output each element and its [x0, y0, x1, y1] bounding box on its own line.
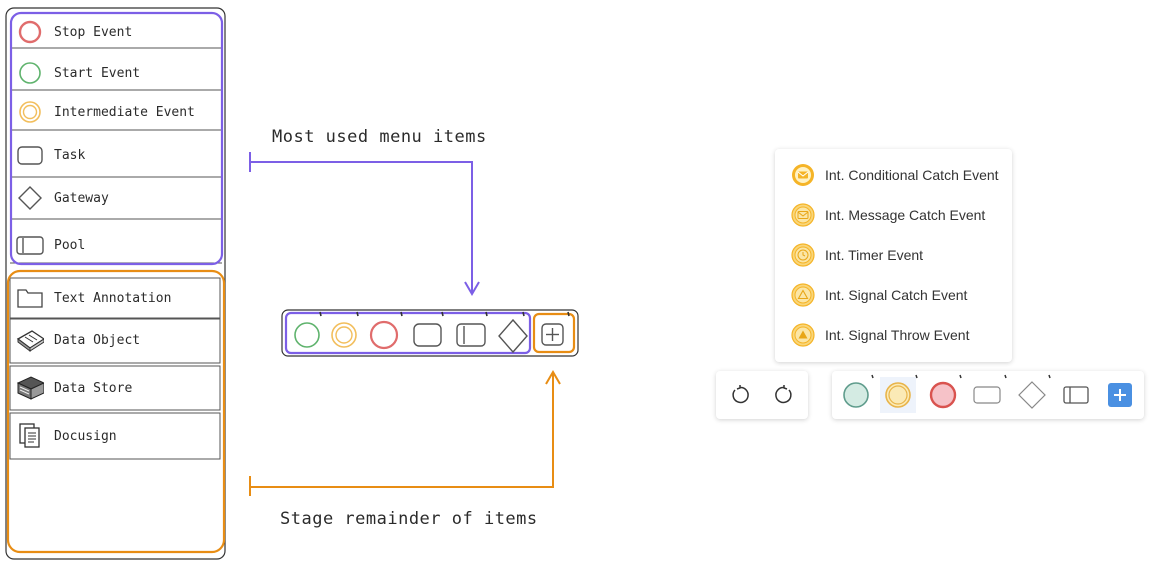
- popup-item-label: Int. Conditional Catch Event: [825, 167, 999, 183]
- sketch-toolbar-more: [532, 312, 576, 354]
- text-annotation-icon: [16, 284, 44, 312]
- menu-item-label: Stop Event: [54, 24, 133, 40]
- gateway-icon: [16, 184, 44, 212]
- orange-arrow: [249, 370, 561, 496]
- signal-throw-icon: [791, 323, 815, 347]
- menu-item-label: Start Event: [54, 65, 141, 81]
- intermediate-event-icon: [885, 382, 911, 408]
- popup-item-conditional-catch[interactable]: Int. Conditional Catch Event: [791, 163, 999, 187]
- menu-item-label: Task: [54, 147, 86, 163]
- menu-item-gateway: Gateway: [10, 183, 222, 213]
- data-object-icon: [16, 326, 44, 354]
- pool-tool[interactable]: [1058, 377, 1094, 413]
- pool-icon: [16, 231, 44, 259]
- popup-item-label: Int. Signal Catch Event: [825, 287, 968, 303]
- gateway-tool[interactable]: [1014, 377, 1050, 413]
- start-event-tool[interactable]: [838, 377, 874, 413]
- tool-corner-ticks: [871, 374, 1051, 379]
- popup-item-signal-catch[interactable]: Int. Signal Catch Event: [791, 283, 967, 307]
- history-toolbar: [716, 371, 808, 419]
- redo-icon: [775, 385, 792, 404]
- start-event-icon: [843, 382, 869, 408]
- task-icon: [16, 141, 44, 169]
- menu-item-docusign: Docusign: [10, 421, 222, 451]
- data-store-icon: [16, 374, 44, 402]
- stop-event-icon: [16, 18, 44, 46]
- sketch-intermediate-event-icon: [331, 322, 357, 348]
- redo-button[interactable]: [766, 377, 802, 413]
- menu-item-data-object: Data Object: [10, 325, 222, 355]
- sketch-toolbar-most-used: [284, 311, 532, 355]
- sketch-task-icon: [413, 323, 442, 347]
- menu-row-dividers: [9, 47, 222, 460]
- menu-item-start-event: Start Event: [10, 58, 222, 88]
- undo-icon: [732, 385, 749, 404]
- popup-item-timer[interactable]: Int. Timer Event: [791, 243, 923, 267]
- popup-item-message-catch[interactable]: Int. Message Catch Event: [791, 203, 985, 227]
- popup-item-label: Int. Message Catch Event: [825, 207, 986, 223]
- annotation-most-used: Most used menu items: [272, 127, 487, 147]
- sketch-gateway-icon: [498, 318, 528, 354]
- menu-item-label: Pool: [54, 237, 86, 253]
- menu-item-text-annotation: Text Annotation: [10, 283, 222, 313]
- menu-item-task: Task: [10, 140, 222, 170]
- menu-item-pool: Pool: [10, 230, 222, 260]
- task-tool[interactable]: [969, 377, 1005, 413]
- conditional-catch-icon: [792, 164, 814, 186]
- pool-icon: [1063, 386, 1089, 404]
- menu-item-label: Text Annotation: [54, 290, 172, 306]
- menu-item-label: Data Store: [54, 380, 133, 396]
- popup-item-signal-throw[interactable]: Int. Signal Throw Event: [791, 323, 969, 347]
- menu-item-label: Gateway: [54, 190, 109, 206]
- intermediate-event-icon: [16, 98, 44, 126]
- task-icon: [973, 386, 1001, 404]
- timer-event-icon: [791, 243, 815, 267]
- sketch-toolbar-ticks: [319, 311, 570, 317]
- annotation-stage-remainder: Stage remainder of items: [280, 509, 538, 529]
- popup-item-label: Int. Signal Throw Event: [825, 327, 970, 343]
- remainder-group-outline: [6, 269, 226, 554]
- intermediate-events-popup: Int. Conditional Catch Event Int. Messag…: [775, 149, 1012, 362]
- sketch-add-icon: [541, 323, 564, 346]
- add-icon: [1108, 383, 1132, 407]
- stop-event-tool[interactable]: [925, 377, 961, 413]
- menu-item-intermediate-event: Intermediate Event: [10, 97, 222, 127]
- stop-event-icon: [929, 381, 957, 409]
- purple-arrow: [249, 152, 480, 296]
- menu-item-label: Intermediate Event: [54, 104, 195, 120]
- element-toolbar: [832, 371, 1144, 419]
- sketch-pool-icon: [456, 323, 486, 347]
- menu-item-data-store: Data Store: [10, 373, 222, 403]
- menu-item-stop-event: Stop Event: [10, 17, 222, 47]
- sketch-start-event-icon: [294, 322, 320, 348]
- intermediate-event-tool[interactable]: [880, 377, 916, 413]
- sketch-stop-event-icon: [369, 320, 399, 350]
- start-event-icon: [16, 59, 44, 87]
- gateway-icon: [1018, 381, 1046, 409]
- popup-item-label: Int. Timer Event: [825, 247, 924, 263]
- signal-catch-icon: [791, 283, 815, 307]
- docusign-icon: [16, 422, 44, 450]
- most-used-group-outline: [9, 11, 224, 266]
- menu-item-label: Data Object: [54, 332, 141, 348]
- message-catch-icon: [791, 203, 815, 227]
- sketch-toolbar-outline: [281, 309, 579, 357]
- undo-button[interactable]: [722, 377, 758, 413]
- menu-item-label: Docusign: [54, 428, 117, 444]
- add-more-button[interactable]: [1102, 377, 1138, 413]
